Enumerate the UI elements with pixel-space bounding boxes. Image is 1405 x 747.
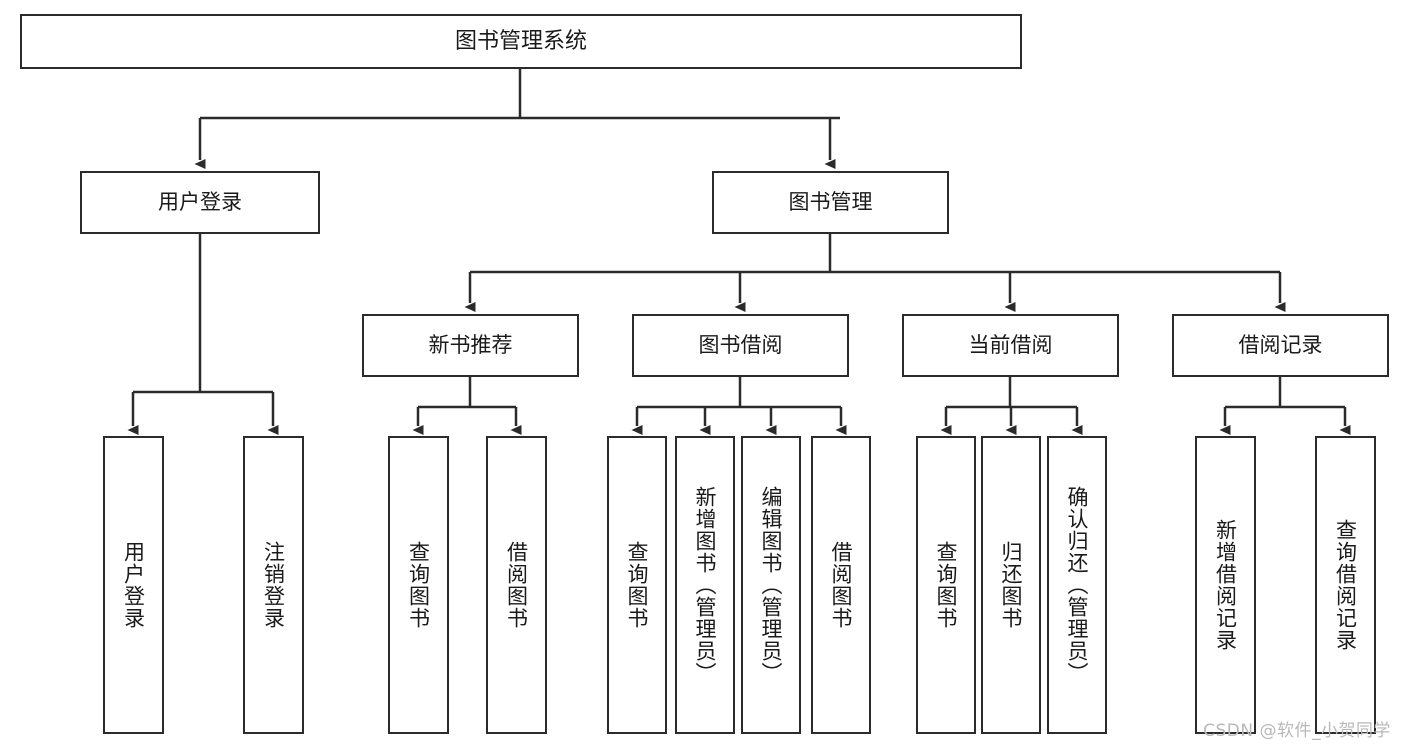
- node-leaf-query-record[interactable]: 查询借阅记录: [1315, 436, 1376, 734]
- node-current-borrow-label: 当前借阅: [968, 333, 1053, 358]
- node-leaf-add-book-label: 新增图书（管理员）: [693, 486, 718, 684]
- node-leaf-query-book-2-label: 查询图书: [625, 541, 650, 629]
- node-leaf-query-book-1-label: 查询图书: [406, 541, 431, 629]
- node-root-label: 图书管理系统: [454, 28, 587, 54]
- node-leaf-borrow-book-2[interactable]: 借阅图书: [811, 436, 871, 734]
- node-borrow-record[interactable]: 借阅记录: [1172, 314, 1389, 377]
- node-current-borrow[interactable]: 当前借阅: [902, 314, 1119, 377]
- node-leaf-borrow-book-1[interactable]: 借阅图书: [486, 436, 547, 734]
- node-leaf-borrow-book-1-label: 借阅图书: [504, 541, 529, 629]
- node-leaf-query-book-2[interactable]: 查询图书: [607, 436, 667, 734]
- node-leaf-edit-book-label: 编辑图书（管理员）: [759, 486, 784, 684]
- node-leaf-return-book[interactable]: 归还图书: [981, 436, 1041, 734]
- node-leaf-query-book-1[interactable]: 查询图书: [388, 436, 449, 734]
- node-leaf-edit-book[interactable]: 编辑图书（管理员）: [741, 436, 801, 734]
- node-new-book-rec-label: 新书推荐: [428, 333, 513, 358]
- node-borrow-record-label: 借阅记录: [1238, 333, 1323, 358]
- node-leaf-borrow-book-2-label: 借阅图书: [829, 541, 854, 629]
- node-user-login[interactable]: 用户登录: [80, 171, 320, 234]
- node-leaf-add-record-label: 新增借阅记录: [1213, 519, 1238, 651]
- node-leaf-logout-label: 注销登录: [261, 541, 286, 629]
- node-leaf-return-book-label: 归还图书: [999, 541, 1024, 629]
- node-book-borrow-label: 图书借阅: [698, 333, 783, 358]
- node-leaf-confirm-return[interactable]: 确认归还（管理员）: [1047, 436, 1107, 734]
- node-leaf-query-record-label: 查询借阅记录: [1333, 519, 1358, 651]
- node-user-login-label: 用户登录: [158, 190, 242, 215]
- watermark-text: CSDN @软件_小贺同学: [1203, 721, 1391, 741]
- node-leaf-add-book[interactable]: 新增图书（管理员）: [675, 436, 735, 734]
- node-root[interactable]: 图书管理系统: [20, 14, 1022, 69]
- node-book-borrow[interactable]: 图书借阅: [632, 314, 849, 377]
- node-leaf-query-book-3-label: 查询图书: [934, 541, 959, 629]
- node-leaf-add-record[interactable]: 新增借阅记录: [1195, 436, 1256, 734]
- node-book-manage[interactable]: 图书管理: [712, 171, 949, 234]
- node-book-manage-label: 图书管理: [788, 190, 873, 215]
- node-leaf-confirm-return-label: 确认归还（管理员）: [1065, 486, 1090, 684]
- node-leaf-user-login[interactable]: 用户登录: [103, 436, 164, 734]
- node-leaf-user-login-label: 用户登录: [121, 541, 146, 629]
- node-leaf-query-book-3[interactable]: 查询图书: [916, 436, 976, 734]
- node-leaf-logout[interactable]: 注销登录: [243, 436, 304, 734]
- node-new-book-rec[interactable]: 新书推荐: [362, 314, 579, 377]
